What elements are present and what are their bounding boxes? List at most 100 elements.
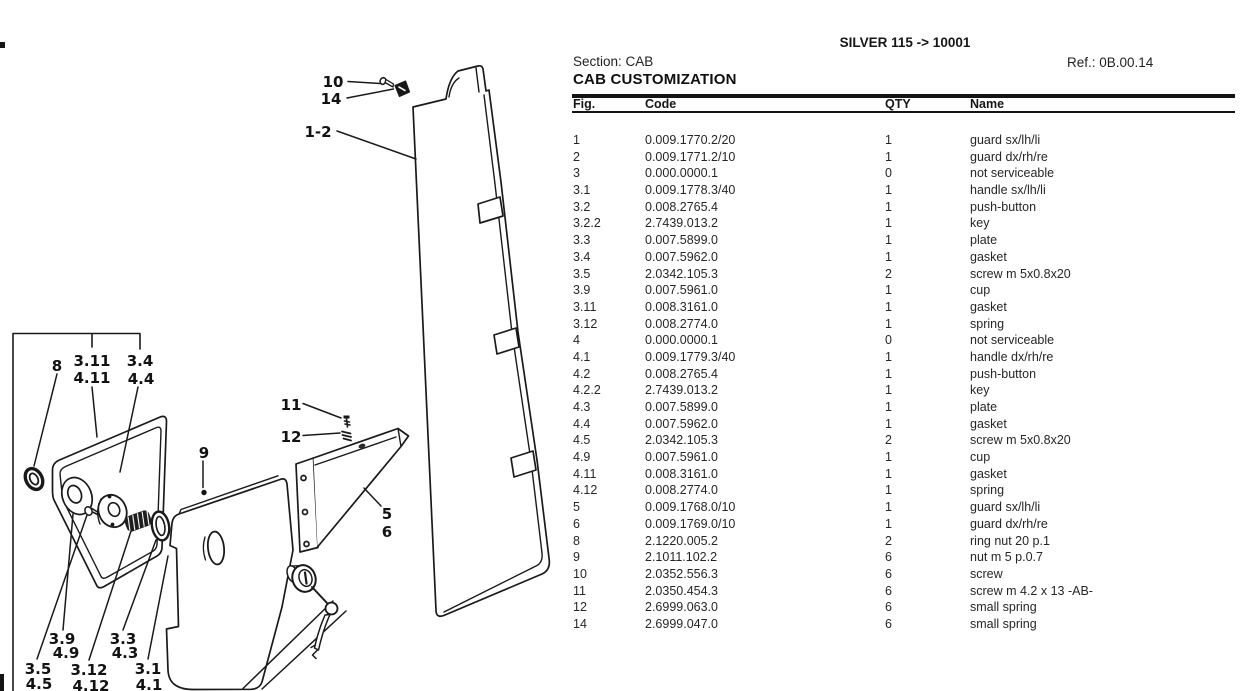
cell-name: ring nut 20 p.1 (970, 533, 1050, 548)
cell-fig: 3.4 (573, 249, 591, 264)
table-row: 3 0.000.0000.1 0 not serviceable (572, 165, 1238, 182)
cell-code: 2.0352.556.3 (645, 566, 718, 581)
callout-4-12: 4.12 (72, 677, 109, 691)
table-row: 9 2.1011.102.2 6 nut m 5 p.0.7 (572, 549, 1238, 566)
pillar-guard-part (412, 64, 551, 618)
cell-name: screw (970, 566, 1003, 581)
cell-fig: 3.11 (573, 299, 597, 314)
cell-code: 0.009.1771.2/10 (645, 149, 736, 164)
cell-code: 0.008.2774.0 (645, 316, 718, 331)
cell-code: 0.007.5961.0 (645, 283, 718, 298)
cell-code: 0.008.2765.4 (645, 366, 718, 381)
cell-name: gasket (970, 466, 1007, 481)
cell-code: 0.009.1770.2/20 (645, 133, 736, 147)
scan-artifact-bottom (0, 674, 4, 691)
cell-qty: 1 (885, 283, 892, 298)
cell-fig: 3.9 (573, 283, 591, 298)
cell-qty: 1 (885, 233, 892, 248)
cell-code: 0.007.5899.0 (645, 400, 718, 414)
cell-qty: 1 (885, 466, 892, 481)
table-row: 8 2.1220.005.2 2 ring nut 20 p.1 (572, 533, 1238, 550)
screw-11-part (343, 415, 351, 428)
cell-fig: 3.2 (573, 199, 591, 214)
cell-qty: 0 (885, 166, 892, 181)
cell-name: nut m 5 p.0.7 (970, 550, 1043, 565)
model-range-title: SILVER 115 -> 10001 (839, 35, 971, 50)
cell-fig: 3.3 (573, 233, 591, 248)
cell-qty: 1 (885, 133, 892, 147)
callout-3-5: 3.5 (25, 660, 52, 678)
callout-9: 9 (199, 444, 209, 462)
table-row: 4.1 0.009.1779.3/40 1 handle dx/rh/re (572, 349, 1238, 366)
cell-qty: 6 (885, 550, 892, 565)
cell-code: 0.007.5899.0 (645, 233, 718, 248)
table-row: 10 2.0352.556.3 6 screw (572, 566, 1238, 583)
cell-qty: 1 (885, 299, 892, 314)
spring-12-part (341, 430, 352, 442)
cell-fig: 9 (573, 550, 580, 565)
cell-name: gasket (970, 299, 1007, 314)
cell-name: not serviceable (970, 166, 1055, 181)
cell-qty: 2 (885, 533, 892, 548)
callout-4-9: 4.9 (53, 644, 80, 662)
table-row: 4.12 0.008.2774.0 1 spring (572, 482, 1238, 499)
reference-label: Ref.: 0B.00.14 (1067, 55, 1154, 70)
table-row: 4.9 0.007.5961.0 1 cup (572, 449, 1238, 466)
cell-fig: 4.4 (573, 416, 591, 431)
table-row: 14 2.6999.047.0 6 small spring (572, 616, 1238, 633)
column-header-qty: QTY (885, 97, 911, 111)
cell-code: 2.0350.454.3 (645, 583, 718, 598)
table-row: 6 0.009.1769.0/10 1 guard dx/rh/re (572, 516, 1238, 533)
cell-fig: 5 (573, 500, 580, 515)
table-row: 3.4 0.007.5962.0 1 gasket (572, 249, 1238, 266)
cell-qty: 1 (885, 199, 892, 214)
cell-name: spring (970, 316, 1005, 331)
column-header-code: Code (645, 97, 677, 111)
parts-table-body: 1 0.009.1770.2/20 1 guard sx/lh/li 2 0.0… (572, 132, 1238, 633)
cell-qty: 6 (885, 583, 892, 598)
cell-code: 0.008.3161.0 (645, 466, 718, 481)
cell-qty: 1 (885, 249, 892, 264)
cell-name: guard sx/lh/li (970, 133, 1041, 147)
cell-name: handle sx/lh/li (970, 183, 1046, 198)
cell-name: screw m 5x0.8x20 (970, 433, 1071, 448)
cell-qty: 1 (885, 516, 892, 531)
cell-name: push-button (970, 199, 1037, 214)
cell-name: gasket (970, 416, 1007, 431)
table-row: 4.11 0.008.3161.0 1 gasket (572, 466, 1238, 483)
cell-qty: 6 (885, 616, 892, 631)
cell-code: 2.0342.105.3 (645, 266, 718, 281)
cell-fig: 4.2 (573, 366, 591, 381)
cell-fig: 4.11 (573, 466, 597, 481)
cell-name: small spring (970, 600, 1037, 615)
cell-code: 0.009.1779.3/40 (645, 349, 736, 364)
exploded-diagram: 10 14 1-2 8 3.11 4.11 3.4 4.4 9 11 12 5 … (12, 64, 551, 691)
cell-fig: 4.3 (573, 400, 591, 414)
cell-code: 2.7439.013.2 (645, 216, 718, 231)
cell-name: spring (970, 483, 1005, 498)
callout-4-5: 4.5 (26, 675, 53, 691)
table-row: 4.2 0.008.2765.4 1 push-button (572, 366, 1238, 383)
cell-name: screw m 4.2 x 13 -AB- (970, 583, 1093, 598)
cell-code: 0.009.1778.3/40 (645, 183, 736, 198)
scan-artifact-top (0, 42, 5, 48)
cell-name: small spring (970, 616, 1037, 631)
cell-name: cup (970, 450, 991, 465)
cell-fig: 4.9 (573, 450, 591, 465)
cell-qty: 1 (885, 416, 892, 431)
cell-fig: 4.5 (573, 433, 591, 448)
clip-14-part (394, 80, 411, 98)
rule-thin (572, 111, 1235, 113)
cell-fig: 4.12 (573, 483, 598, 498)
cell-code: 2.6999.063.0 (645, 600, 718, 615)
key-lock-part (286, 564, 339, 660)
cell-qty: 6 (885, 566, 892, 581)
cell-name: gasket (970, 249, 1007, 264)
table-row: 11 2.0350.454.3 6 screw m 4.2 x 13 -AB- (572, 583, 1238, 600)
cell-fig: 4 (573, 333, 580, 348)
column-header-fig: Fig. (573, 97, 596, 111)
cell-fig: 10 (573, 566, 587, 581)
callout-3-9: 3.9 (49, 630, 76, 648)
cell-code: 0.008.2774.0 (645, 483, 718, 498)
